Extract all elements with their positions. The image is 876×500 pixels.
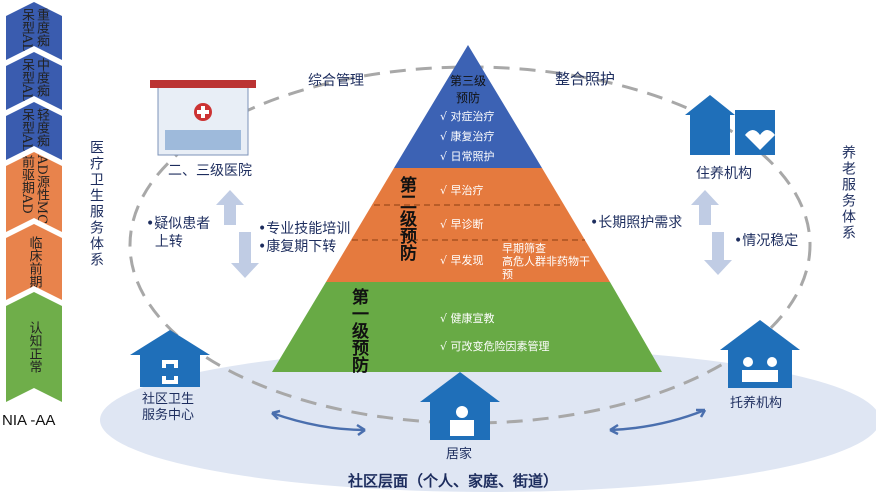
stage-label: AD源性MCI 前驱期AD — [19, 154, 49, 230]
community-center-label: 社区卫生 服务中心 — [142, 392, 195, 423]
secondary-item: √ 早治疗 — [440, 184, 484, 197]
community-center-icon — [130, 330, 210, 387]
residential-label: 住养机构 — [696, 166, 752, 182]
daycare-icon — [720, 320, 800, 388]
stage-label: 重度痴 呆型AD — [19, 8, 49, 54]
tertiary-item: √ 对症治疗 — [440, 110, 495, 123]
sub-item: 高危人群非药物干预 — [502, 255, 590, 281]
hospital-icon — [150, 80, 256, 156]
refer-up-label: •疑似患者 上转 — [146, 216, 211, 250]
home-icon — [420, 372, 500, 440]
stage-normal: 认知正常 — [6, 292, 62, 402]
tertiary-item: √ 康复治疗 — [440, 130, 495, 143]
home-label: 居家 — [446, 447, 473, 462]
stage-label: 临床前期 — [26, 236, 42, 288]
pyramid-primary — [272, 282, 662, 372]
residential-icon — [685, 95, 775, 155]
tertiary-title: 第三级 预防 — [450, 74, 487, 105]
primary-title: 第一级预防 — [348, 288, 368, 373]
stable-label: •情况稳定 — [734, 233, 799, 249]
framework-label: NIA -AA — [2, 412, 56, 429]
secondary-title: 第二级预防 — [396, 176, 416, 261]
stage-mci: AD源性MCI 前驱期AD — [6, 152, 62, 232]
stage-label: 中度痴 呆型AD — [19, 58, 49, 104]
pyramid-tertiary — [394, 45, 542, 168]
stage-label: 轻度痴 呆型AD — [19, 108, 49, 154]
tertiary-item: √ 日常照护 — [440, 150, 495, 163]
sub-item: 早期筛查 — [502, 242, 546, 255]
secondary-item: √ 早诊断 — [440, 218, 484, 231]
medical-system-label: 医疗卫生服务体系 — [88, 140, 104, 268]
secondary-item: √ 早发现 — [440, 254, 484, 267]
arrows — [216, 190, 732, 278]
rehab-down-label: •康复期下转 — [258, 239, 337, 255]
pyramid-secondary — [326, 168, 610, 282]
elder-system-label: 养老服务体系 — [840, 145, 856, 241]
integrated-care-label: 整合照护 — [555, 70, 616, 88]
primary-item: √ 健康宣教 — [440, 312, 495, 325]
daycare-label: 托养机构 — [730, 396, 783, 411]
secondary-sub: 早期筛查高危人群非药物干预 — [502, 242, 592, 281]
hospital-label: 二、三级医院 — [168, 163, 252, 179]
community-level-label: 社区层面（个人、家庭、街道） — [348, 472, 559, 490]
stage-label: 认知正常 — [26, 321, 42, 373]
double-arrows — [271, 408, 707, 437]
ltc-need-label: •长期照护需求 — [590, 215, 683, 231]
primary-item: √ 可改变危险因素管理 — [440, 340, 550, 353]
integrated-mgmt-label: 综合管理 — [308, 73, 364, 89]
training-label: •专业技能培训 — [258, 221, 351, 237]
